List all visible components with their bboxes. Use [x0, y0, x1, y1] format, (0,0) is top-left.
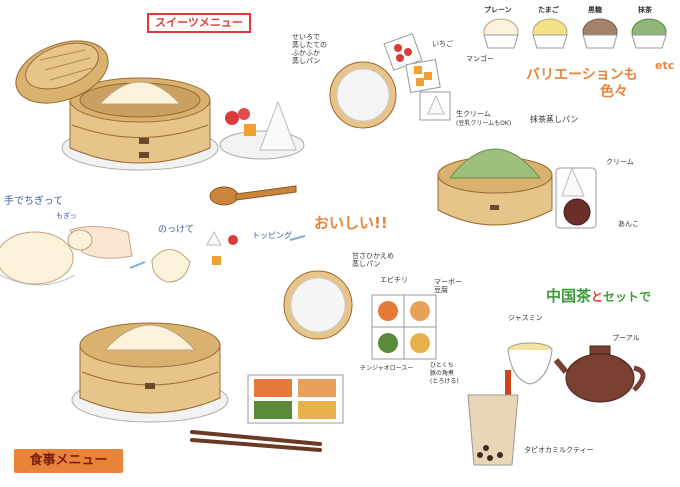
flavor-egg: たまご — [538, 6, 559, 14]
meal-menu-header: 食事メニュー — [14, 449, 123, 473]
flavor-matcha: 抹茶 — [638, 6, 652, 14]
mapo-label: マーボー 豆腐 — [434, 278, 462, 294]
topping-trays — [383, 33, 451, 121]
tearing-bun — [0, 226, 133, 286]
plain-bun-note: せいろで 蒸したての ふかふか 蒸しパン — [292, 33, 327, 65]
plain-bun-bowl — [329, 61, 397, 129]
jasmine-teacup — [507, 342, 553, 385]
arrow — [289, 235, 306, 241]
matcha-bun-label: 抹茶蒸しパン — [530, 115, 579, 124]
sweets-steamer — [61, 77, 219, 171]
meal-bun-bowl — [283, 270, 353, 340]
flavor-plain: プレーン — [484, 6, 512, 14]
strawberry-label: いちご — [432, 40, 453, 48]
steamer-lid — [15, 40, 109, 104]
spoon — [209, 185, 297, 206]
topping-word: トッピング — [252, 231, 292, 240]
cream-label: クリーム — [606, 158, 634, 166]
toppings-small — [206, 230, 238, 265]
topping-note: のっけて — [158, 225, 195, 235]
ebichili-label: エビチリ — [380, 276, 408, 284]
set-label: セットで — [603, 290, 652, 304]
anko-label: あんこ — [618, 220, 639, 228]
chinjao-label: チンジャオロースー — [360, 365, 414, 372]
matcha-steamer — [437, 148, 553, 226]
sfx-label: もぎっ — [56, 212, 77, 220]
variation-cups — [483, 18, 667, 49]
tapioca-label: タピオカミルクティー — [524, 446, 594, 454]
fresh-cream-label: 生クリーム — [456, 110, 491, 118]
delicious-label: おいしい!! — [314, 214, 388, 232]
buta-label: ひとくち 豚の角煮 (とろける) — [430, 362, 459, 385]
four-dish-tray — [371, 294, 437, 360]
chopsticks — [190, 430, 322, 452]
variation-text-2: 色々 — [600, 84, 628, 100]
plain-bun — [98, 81, 182, 105]
flavor-brown-sugar: 黒糖 — [588, 6, 602, 14]
puer-label: プーアル — [612, 334, 640, 342]
jasmine-label: ジャスミン — [508, 314, 543, 322]
meal-bun-note: 甘さひかえめ 蒸しパン — [352, 252, 394, 268]
arrow — [129, 261, 146, 269]
mango-label: マンゴー — [466, 55, 494, 63]
topping-plate — [219, 100, 305, 160]
etc-label: etc — [655, 59, 675, 72]
chinese-tea-label: 中国茶 — [546, 287, 592, 305]
chinese-tea-set-heading: 中国茶とセットで — [546, 285, 651, 306]
tear-label: 手でちぎって — [4, 196, 64, 207]
fresh-cream-sub: (豆乳クリームもOK) — [456, 120, 512, 127]
bun-piece — [151, 249, 191, 283]
sweets-menu-header: スイーツメニュー — [147, 13, 251, 33]
side-dish-tray — [247, 374, 344, 424]
variation-text: バリエーションも — [526, 67, 638, 83]
cream-anko-plate — [555, 166, 597, 229]
and-label: と — [591, 290, 604, 304]
matcha-bun — [448, 148, 542, 179]
tapioca-milk-tea — [467, 370, 519, 466]
teapot — [553, 345, 646, 403]
meal-steamer — [71, 322, 229, 423]
